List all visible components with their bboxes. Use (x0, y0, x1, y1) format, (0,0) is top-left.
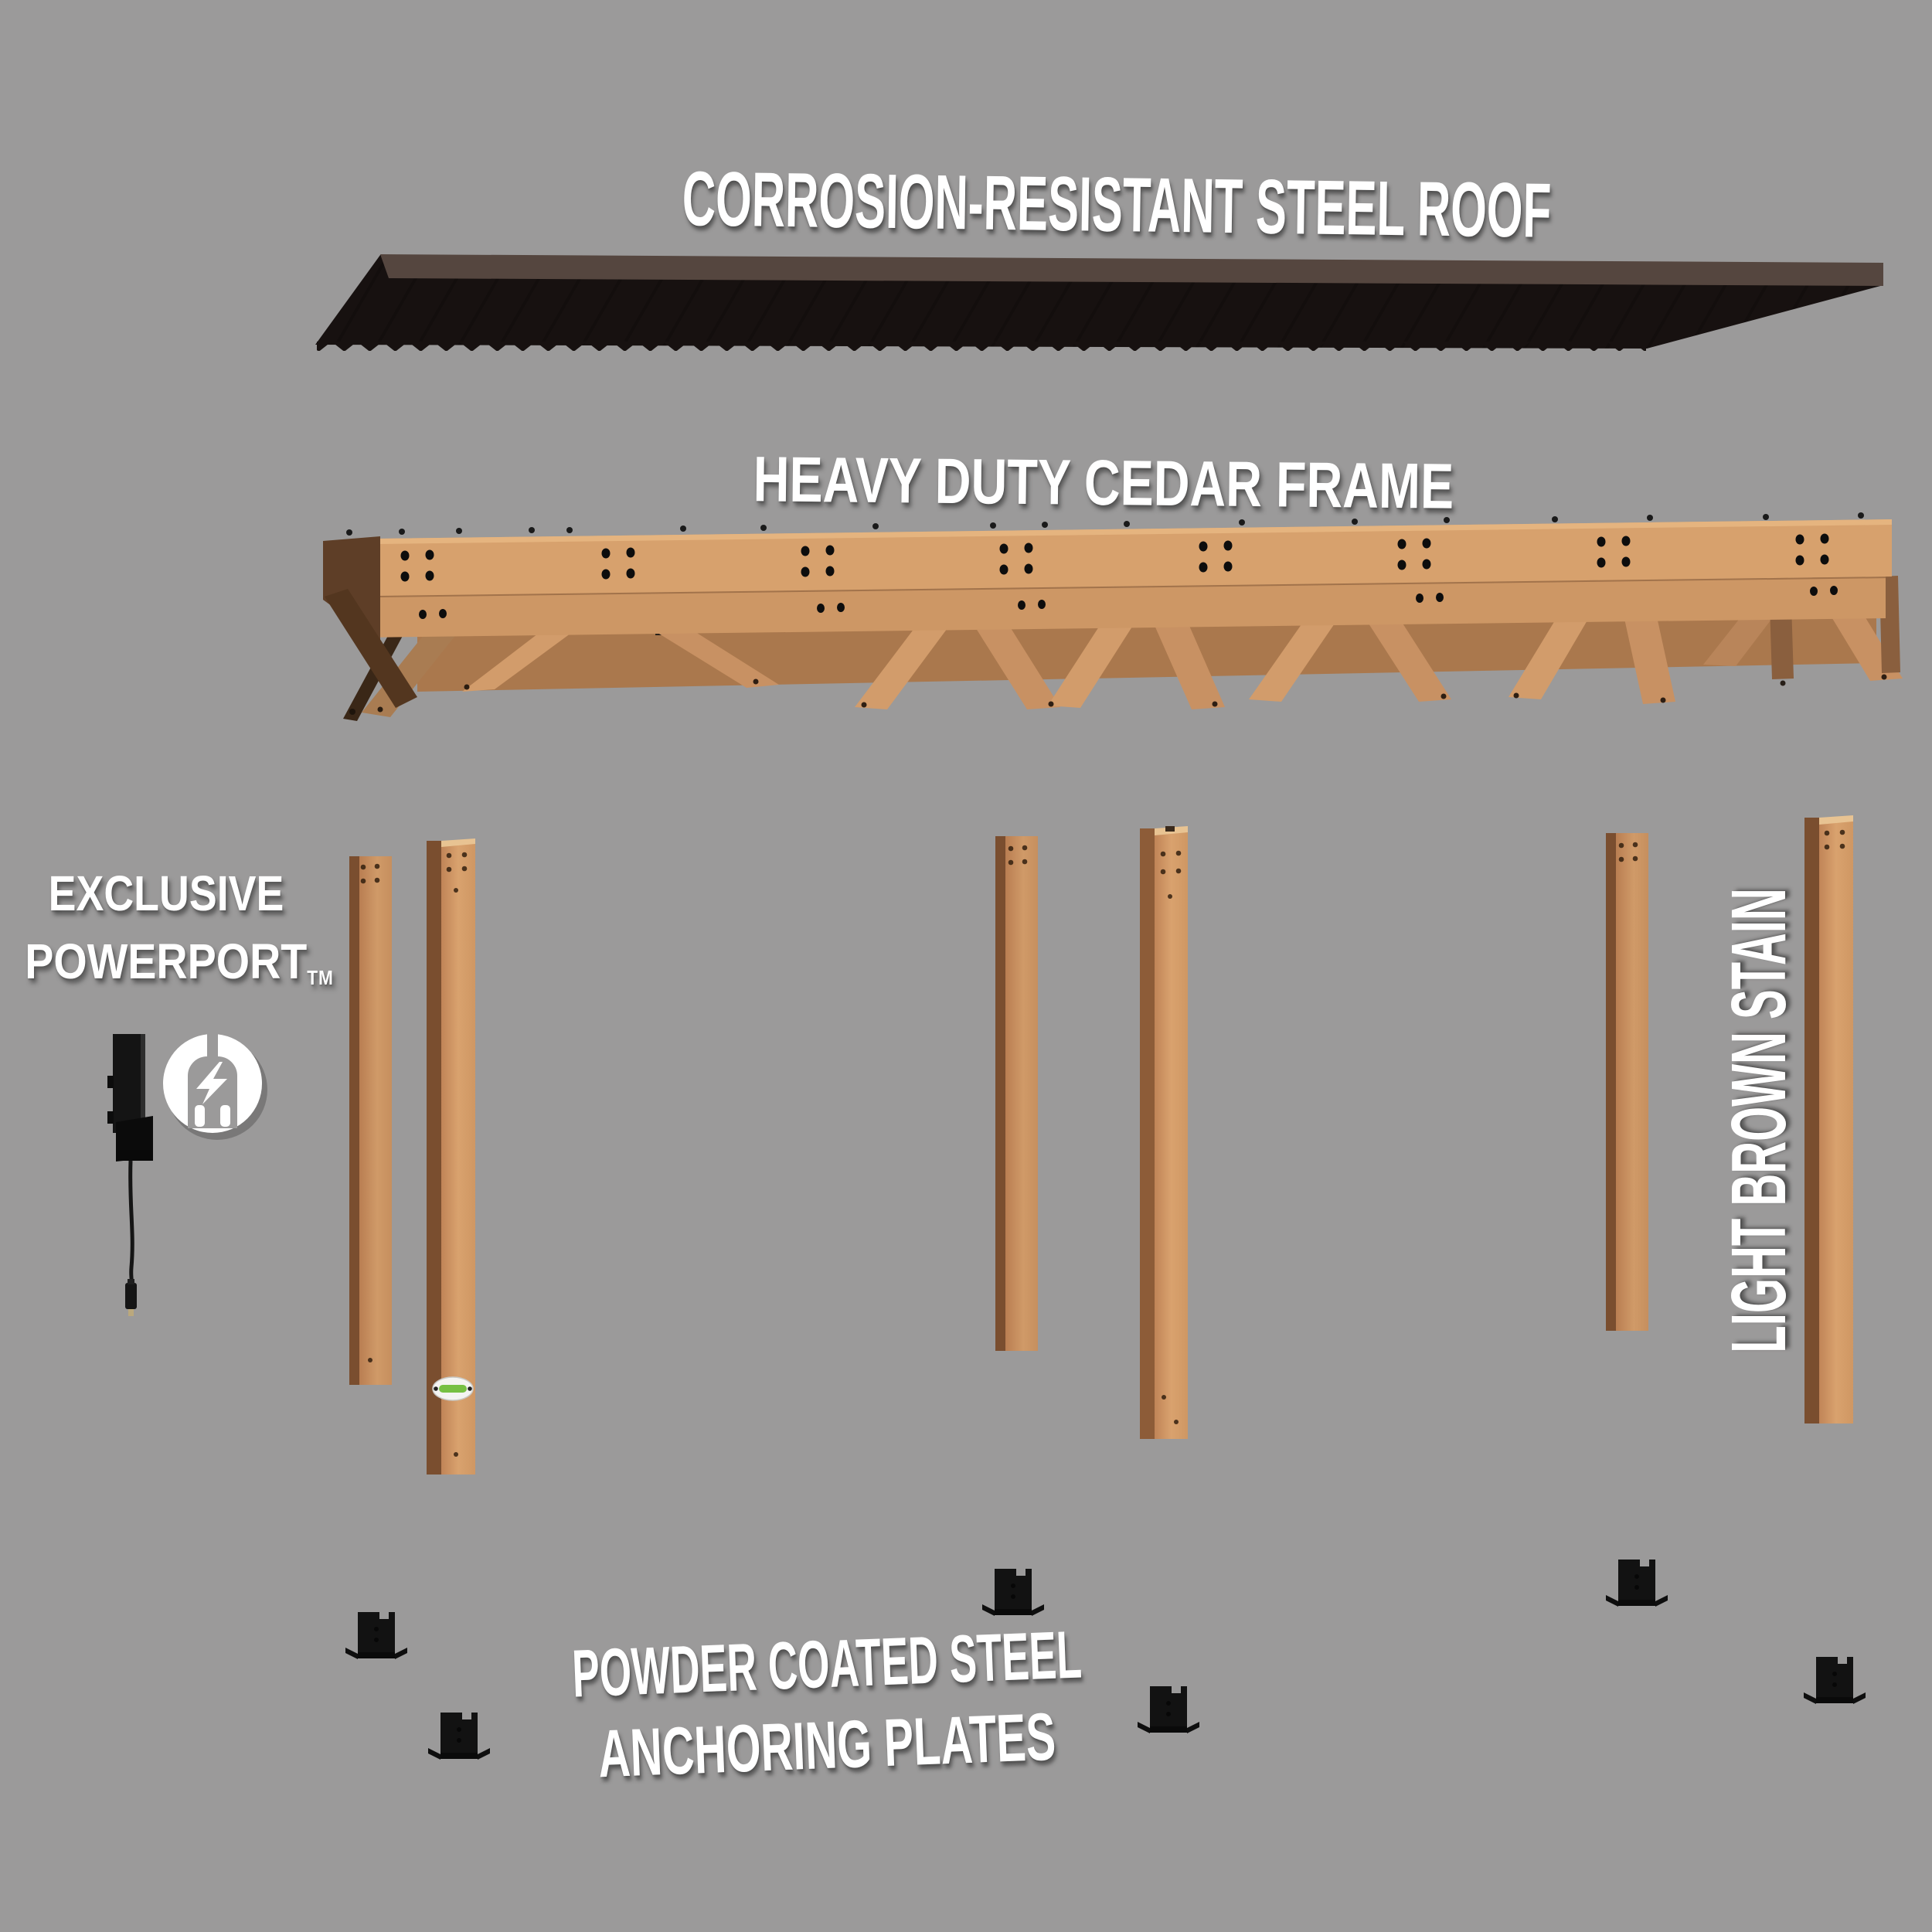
trademark-symbol: TM (307, 966, 334, 989)
cedar-post-6 (1804, 815, 1853, 1423)
powerport-label-line1: EXCLUSIVE (48, 866, 284, 921)
cedar-frame (323, 512, 1903, 721)
power-plug (125, 1283, 137, 1309)
lightning-bolt (196, 1062, 227, 1104)
powerport-word: POWERPORT (25, 934, 308, 989)
anchor-label-line1: POWDER COATED STEEL (570, 1617, 1083, 1712)
anchor-plate-3 (982, 1569, 1044, 1616)
brand-sticker (432, 1376, 474, 1401)
anchor-plate-6 (1804, 1657, 1866, 1704)
anchor-label-line2: ANCHORING PLATES (597, 1699, 1057, 1792)
roof-label: CORROSION-RESISTANT STEEL ROOF (682, 155, 1552, 254)
anchor-plate-2 (428, 1713, 490, 1760)
frame-end-cap (323, 536, 380, 641)
cedar-posts (349, 815, 1853, 1475)
frame-label: HEAVY DUTY CEDAR FRAME (753, 443, 1454, 522)
powerport-label-line2: POWERPORTTM (25, 937, 333, 988)
brace-screw-dots (349, 674, 1887, 715)
plug-lightning-icon (163, 1032, 267, 1140)
anchor-plate-5 (1606, 1560, 1668, 1607)
cedar-post-4 (1140, 826, 1188, 1439)
stain-label: LIGHT BROWN STAIN (1716, 888, 1802, 1353)
cedar-post-1 (349, 856, 392, 1385)
cedar-post-5 (1606, 833, 1648, 1331)
steel-roof (315, 254, 1883, 351)
deck-screws (346, 512, 1864, 536)
cedar-post-2 (427, 838, 475, 1475)
frame-end-rafter (325, 589, 417, 708)
upper-beam-bolts (400, 533, 1829, 582)
cedar-post-3 (995, 836, 1038, 1351)
powerport-device (107, 1034, 153, 1316)
lower-beam-bolts (419, 586, 1838, 619)
power-cord (128, 1160, 134, 1285)
anchor-plate-1 (345, 1612, 407, 1659)
anchor-plate-4 (1138, 1686, 1199, 1733)
roof-corrugation-teeth (317, 341, 1646, 351)
roof-top-edge (380, 254, 1883, 286)
frame-deck-edge (377, 519, 1892, 544)
